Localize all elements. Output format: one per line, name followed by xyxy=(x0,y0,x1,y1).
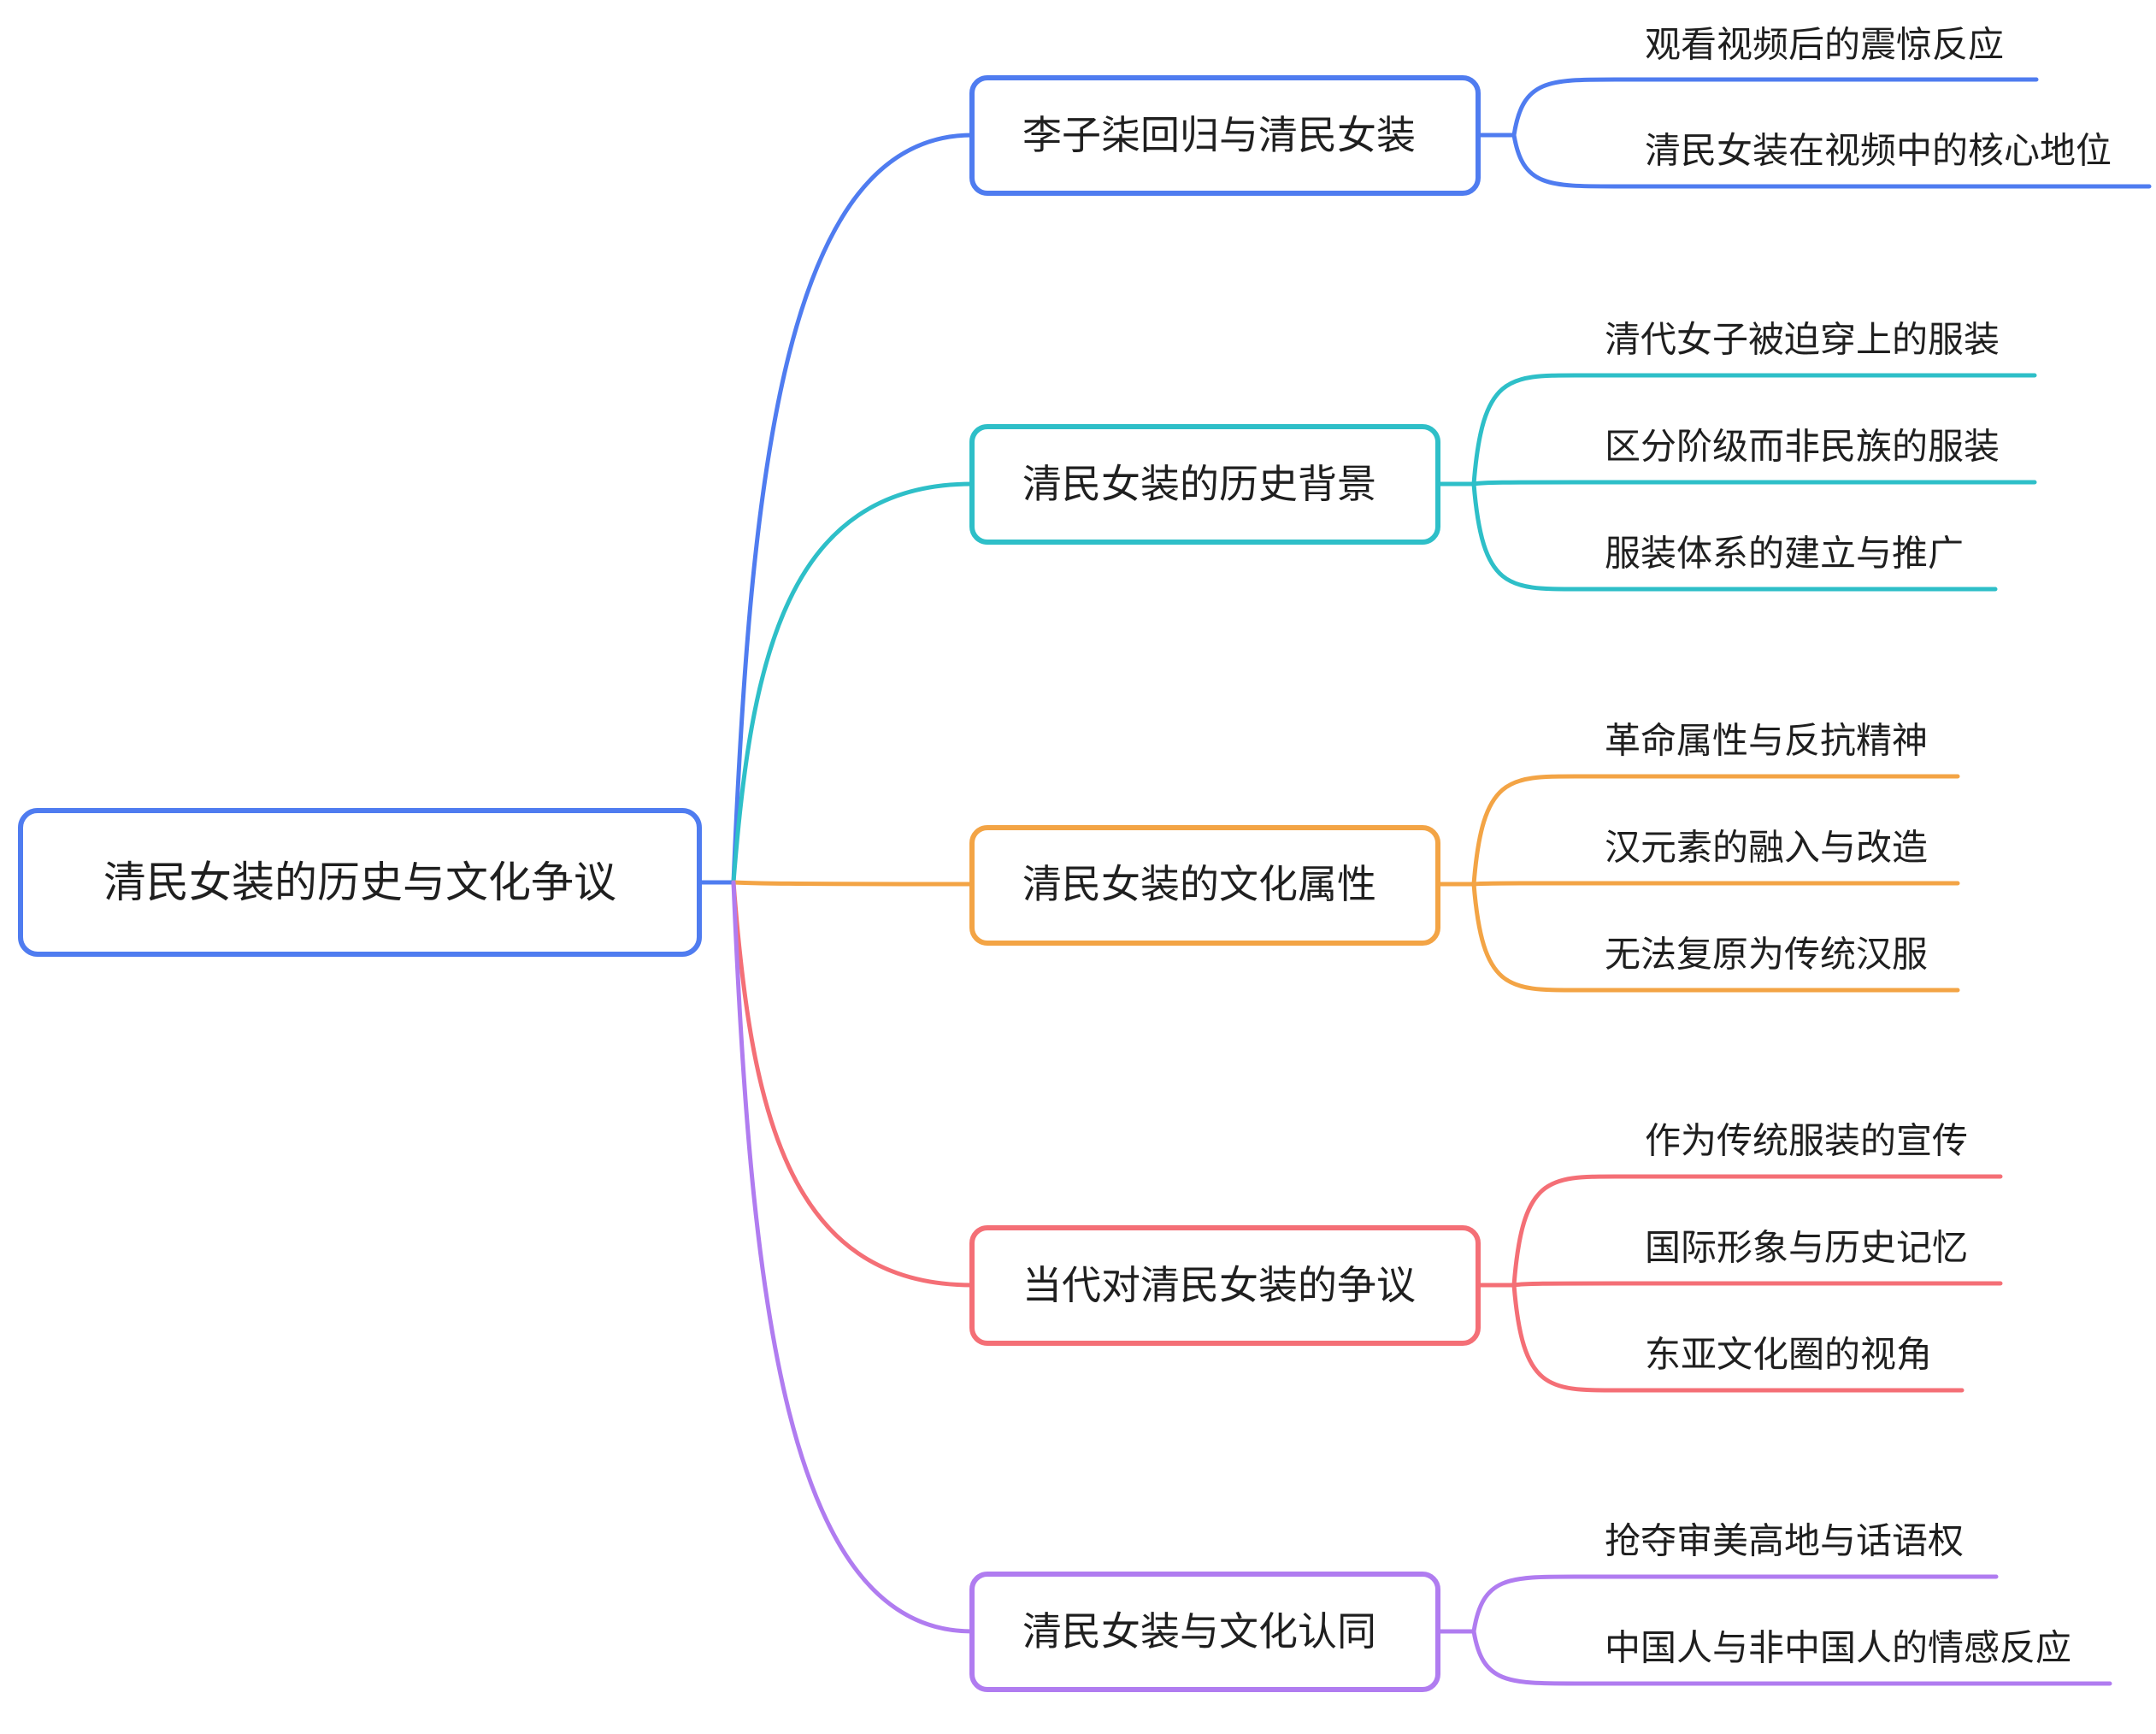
leaf-2-3[interactable]: 服装体系的建立与推广 xyxy=(1605,533,1964,575)
branch-node-2-box xyxy=(969,424,1440,545)
leaf-5-2-label: 中国人与非中国人的情感反应 xyxy=(1605,1627,2071,1669)
connector-layer xyxy=(697,77,2152,1686)
branch-node-5-box xyxy=(969,1572,1440,1692)
branch-4-connector xyxy=(731,880,975,1288)
branch-node-3[interactable]: 清民女装的文化属性 xyxy=(969,825,1440,946)
leaf-4-1[interactable]: 作为传统服装的宣传 xyxy=(1645,1120,1968,1162)
branch-node-2[interactable]: 清民女装的历史背景 xyxy=(969,424,1440,545)
leaf-2-3-connector xyxy=(1471,481,1998,592)
leaf-2-2[interactable]: 区分阶级而非民族的服装 xyxy=(1605,426,2000,468)
leaf-4-3-connector xyxy=(1511,1283,1965,1393)
leaf-2-1-connector xyxy=(1471,373,2037,487)
leaf-3-3-label: 无法复原为传统汉服 xyxy=(1605,934,1928,976)
leaf-1-1-connector xyxy=(1511,77,2039,138)
leaf-5-1-connector xyxy=(1471,1574,1999,1634)
branch-1-connector xyxy=(731,133,975,885)
leaf-2-3-label: 服装体系的建立与推广 xyxy=(1605,533,1964,575)
leaf-5-2[interactable]: 中国人与非中国人的情感反应 xyxy=(1605,1627,2071,1669)
leaf-1-2-connector xyxy=(1511,133,2152,189)
leaf-4-1-label: 作为传统服装的宣传 xyxy=(1645,1120,1968,1162)
leaf-4-3-label: 东亚文化圈的视角 xyxy=(1645,1334,1932,1376)
leaf-3-3-connector xyxy=(1471,882,1960,993)
leaf-3-1[interactable]: 革命属性与反抗精神 xyxy=(1605,720,1928,762)
branch-node-5-label: 清民女装与文化认同 xyxy=(1022,1608,1376,1654)
leaf-1-2[interactable]: 清民女装在视频中的核心地位 xyxy=(1645,130,2112,172)
leaf-2-2-connector xyxy=(1471,480,2037,487)
branch-node-3-box xyxy=(969,825,1440,946)
branch-node-4[interactable]: 当代对清民女装的争议 xyxy=(969,1225,1481,1346)
leaf-3-2-connector xyxy=(1471,881,1960,887)
leaf-2-1-label: 清代女子被迫穿上的服装 xyxy=(1605,319,2000,361)
leaf-5-1-label: 抢夺审美高地与话语权 xyxy=(1605,1520,1964,1562)
branch-node-1-label: 李子柒回归与清民女装 xyxy=(1022,112,1416,158)
leaf-1-1[interactable]: 观看视频后的震惊反应 xyxy=(1645,24,2004,66)
leaf-3-2-label: 汉元素的融入与改造 xyxy=(1605,827,1928,869)
leaf-4-2[interactable]: 国际形象与历史记忆 xyxy=(1645,1227,1968,1269)
root-node[interactable]: 清民女装的历史与文化争议 xyxy=(18,808,702,957)
branch-node-4-box xyxy=(969,1225,1481,1346)
leaf-5-1[interactable]: 抢夺审美高地与话语权 xyxy=(1605,1520,1964,1562)
leaf-4-2-label: 国际形象与历史记忆 xyxy=(1645,1227,1968,1269)
leaf-4-3[interactable]: 东亚文化圈的视角 xyxy=(1645,1334,1932,1376)
branch-node-1-box xyxy=(969,75,1481,196)
leaf-2-1[interactable]: 清代女子被迫穿上的服装 xyxy=(1605,319,2000,361)
leaf-1-2-label: 清民女装在视频中的核心地位 xyxy=(1645,130,2112,172)
root-node-box xyxy=(18,808,702,957)
leaf-5-2-connector xyxy=(1471,1629,2112,1686)
branch-node-3-label: 清民女装的文化属性 xyxy=(1022,861,1376,907)
branch-2-connector xyxy=(731,481,975,885)
branch-3-connector xyxy=(731,880,975,887)
branch-node-4-label: 当代对清民女装的争议 xyxy=(1022,1262,1416,1308)
leaf-3-3[interactable]: 无法复原为传统汉服 xyxy=(1605,934,1928,976)
leaf-3-1-label: 革命属性与反抗精神 xyxy=(1605,720,1928,762)
leaf-4-2-connector xyxy=(1511,1281,2003,1288)
branch-node-5[interactable]: 清民女装与文化认同 xyxy=(969,1572,1440,1692)
leaf-1-1-label: 观看视频后的震惊反应 xyxy=(1645,24,2004,66)
root-node-label: 清民女装的历史与文化争议 xyxy=(103,858,616,907)
leaf-2-2-label: 区分阶级而非民族的服装 xyxy=(1605,426,2000,468)
leaf-3-2[interactable]: 汉元素的融入与改造 xyxy=(1605,827,1928,869)
leaf-3-1-connector xyxy=(1471,774,1960,887)
leaf-4-1-connector xyxy=(1511,1174,2003,1288)
branch-5-connector xyxy=(731,880,975,1634)
branch-node-1[interactable]: 李子柒回归与清民女装 xyxy=(969,75,1481,196)
branch-node-2-label: 清民女装的历史背景 xyxy=(1022,461,1376,507)
